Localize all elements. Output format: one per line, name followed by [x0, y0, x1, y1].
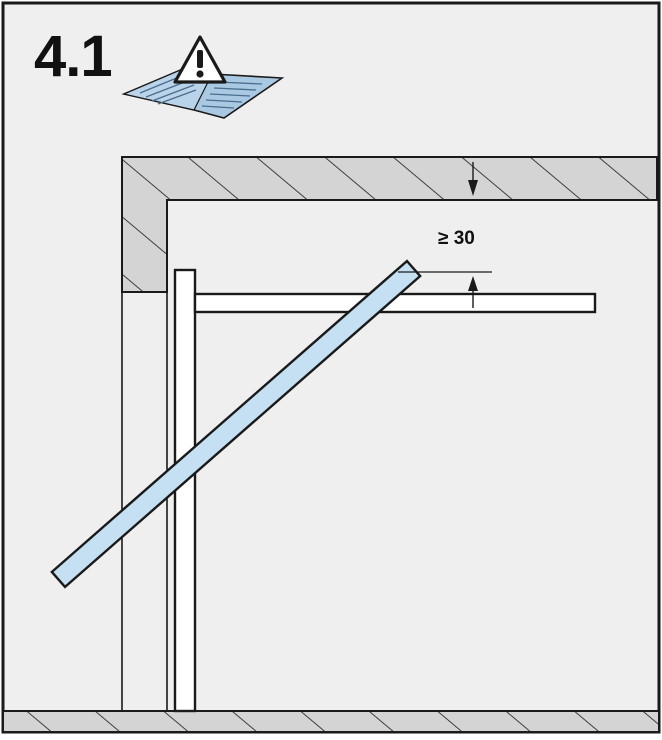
diagonal-brace	[50, 259, 422, 589]
vertical-rail	[173, 268, 197, 713]
floor	[2, 710, 660, 733]
dimension-arrow-top	[468, 162, 478, 196]
dimension-arrow-bottom	[468, 276, 478, 308]
step-number: 4.1	[34, 24, 113, 89]
manual-warning-icon	[121, 35, 285, 119]
dimension-label: ≥ 30	[438, 228, 475, 249]
